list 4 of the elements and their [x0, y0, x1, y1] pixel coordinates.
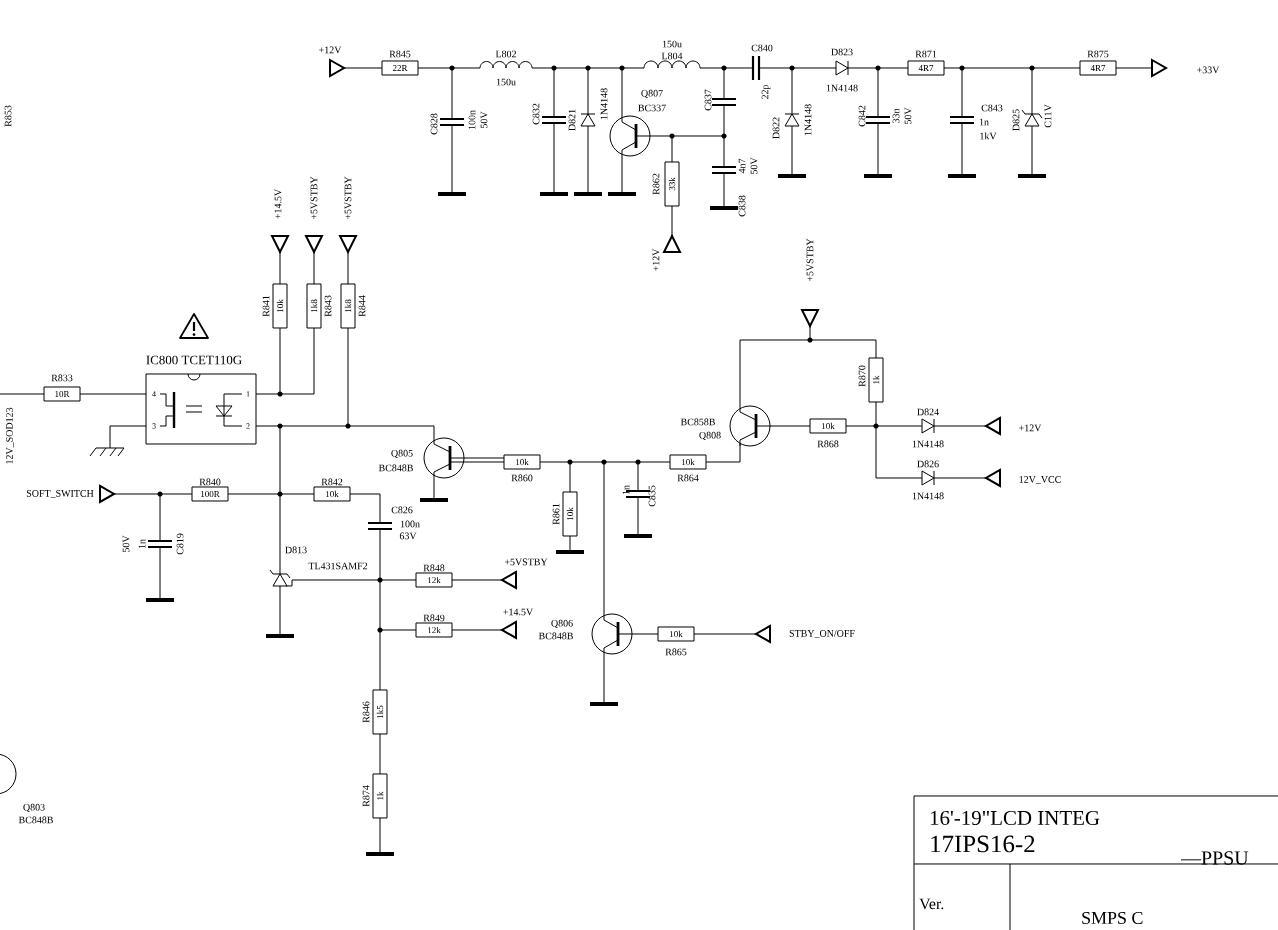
title-block-text: 17IPS16-2: [931, 835, 1035, 853]
title-block-text: SMPS C: [1082, 911, 1143, 924]
title-block-text: —PPSU: [1181, 851, 1249, 865]
title-block-text: 16'-19"LCD INTEG: [930, 810, 1100, 825]
